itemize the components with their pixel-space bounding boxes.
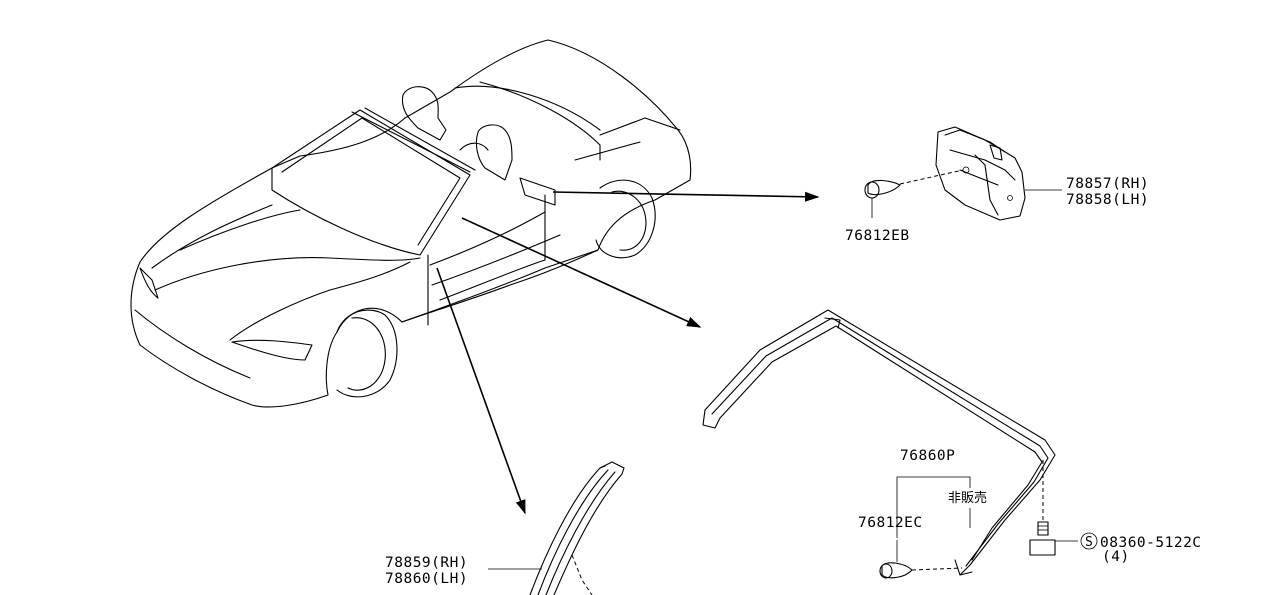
clip-eb-dash — [899, 169, 964, 185]
label-screw-part: 08360-5122C — [1100, 535, 1202, 551]
label-clip-ec: 76812EC — [858, 515, 923, 531]
pillar-dash — [571, 554, 593, 595]
roof-weatherstrip — [702, 309, 1056, 576]
label-lock-rh: 78857(RH) — [1066, 176, 1149, 192]
label-screw-qty: (4) — [1102, 549, 1130, 565]
arrow-to-pillar — [436, 267, 526, 515]
screw-symbol-circle — [1080, 532, 1098, 550]
label-lock-lh: 78858(LH) — [1066, 192, 1149, 208]
assembly-bracket — [896, 476, 971, 538]
label-clip-eb: 76812EB — [845, 228, 910, 244]
convertible-car-illustration — [130, 39, 692, 408]
pillar-weatherstrip — [529, 461, 625, 595]
label-pillar-rh: 78859(RH) — [385, 555, 468, 571]
arrow-to-weatherstrip — [461, 217, 702, 328]
clip-76812eb — [864, 179, 901, 218]
screw-symbol: S — [1085, 535, 1093, 550]
clip-ec-dash — [911, 567, 963, 571]
label-not-for-sale: 非販売 — [948, 490, 987, 506]
arrow-to-lock — [552, 191, 820, 202]
roof-lock-bracket — [935, 126, 1026, 221]
label-assembly: 76860P — [900, 448, 955, 464]
clip-76812ec — [879, 540, 913, 579]
label-pillar-lh: 78860(LH) — [385, 571, 468, 587]
screw-08360-5122c — [1029, 521, 1056, 556]
